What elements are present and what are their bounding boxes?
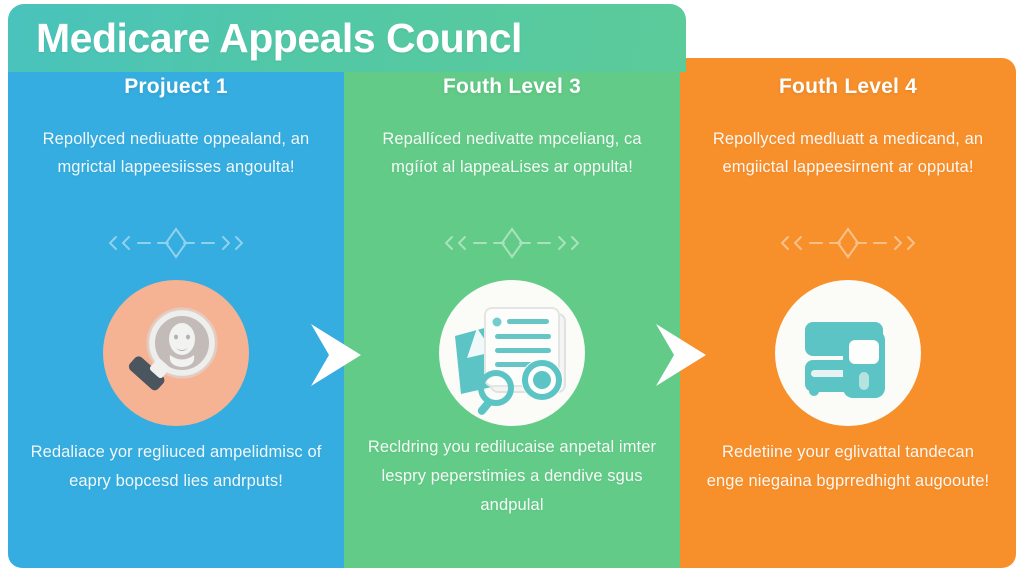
column-2-header: Fouth Level 3 [443, 75, 581, 98]
column-fouth-level-4: Fouth Level 4 Repollyced medluatt a medi… [680, 58, 1016, 568]
column-2-icon-circle [439, 280, 585, 426]
title-band: Medicare Appeals Councl [8, 4, 686, 72]
column-fouth-level-3: Fouth Level 3 Repallíced nedivatte mpcel… [344, 58, 680, 568]
column-1-bottom-text: Redaliace yor regliuced ampelidmisc of e… [30, 443, 322, 490]
columns-container: Projuect 1 Repollyced nediuatte oppealan… [8, 58, 1016, 568]
page-title: Medicare Appeals Councl [36, 14, 522, 61]
archive-building-icon [805, 322, 885, 398]
column-projuect-1: Projuect 1 Repollyced nediuatte oppealan… [8, 58, 344, 568]
document-with-magnifier-icon [455, 307, 566, 415]
column-2-top-text: Repallíced nedivatte mpceliang, ca mgíío… [382, 130, 642, 176]
ornament-divider-2 [436, 226, 588, 260]
column-3-header: Fouth Level 4 [779, 75, 917, 98]
magnifying-glass-over-face-icon [128, 307, 218, 391]
column-1-icon-circle [103, 280, 249, 426]
column-2-bottom-text: Recldring you redilucaise anpetal imter … [367, 438, 657, 514]
ornament-divider-3 [772, 226, 924, 260]
column-3-top-text: Repollyced medluatt a medicand, an emgii… [712, 130, 984, 176]
column-3-icon-circle [775, 280, 921, 426]
column-1-top-text: Repollyced nediuatte oppealand, an mgric… [42, 130, 310, 176]
column-3-bottom-text: Redetiine your eglivattal tandecan enge … [706, 443, 990, 490]
ornament-divider-1 [100, 226, 252, 260]
column-1-header: Projuect 1 [124, 75, 228, 98]
